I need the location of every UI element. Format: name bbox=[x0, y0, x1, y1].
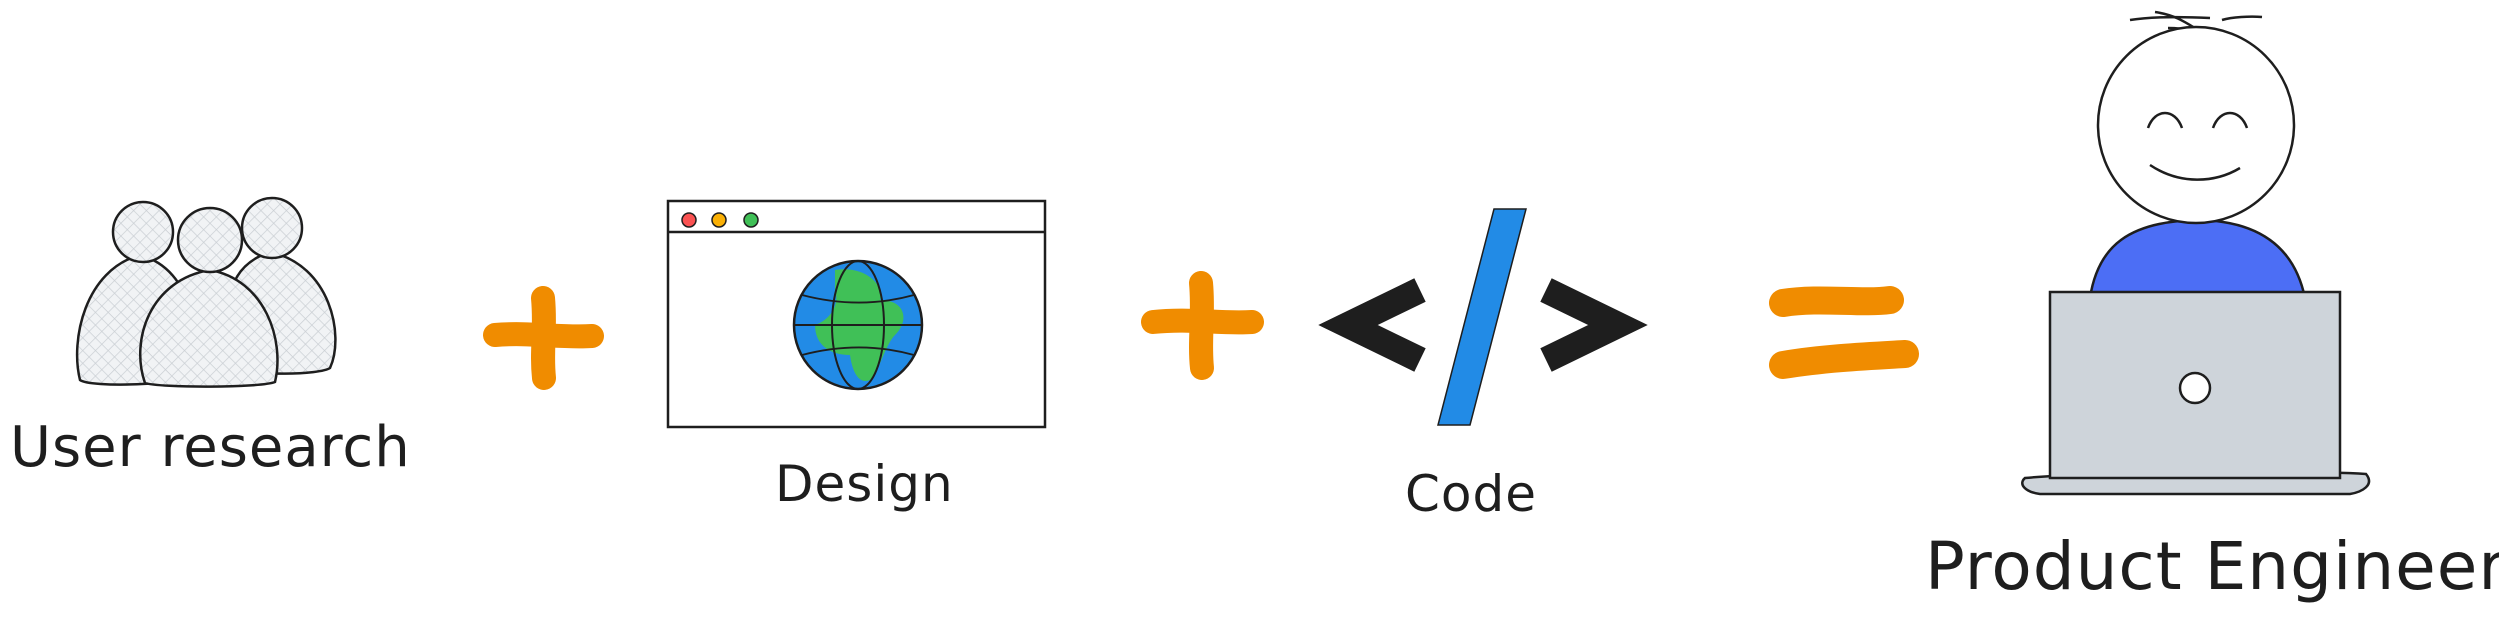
people-group-icon bbox=[77, 198, 335, 387]
label-user-research: User research bbox=[10, 415, 411, 480]
equals-operator bbox=[1783, 300, 1905, 365]
person-laptop-icon bbox=[2022, 12, 2369, 494]
browser-window-globe-icon bbox=[668, 201, 1045, 427]
code-brackets-icon bbox=[1348, 209, 1618, 425]
label-code: Code bbox=[1405, 465, 1537, 523]
globe-icon bbox=[794, 261, 922, 389]
label-design: Design bbox=[775, 455, 954, 513]
plus-operator-1 bbox=[495, 298, 592, 378]
plus-operator-2 bbox=[1153, 283, 1252, 368]
label-product-engineer: Product Engineer bbox=[1925, 528, 2499, 605]
